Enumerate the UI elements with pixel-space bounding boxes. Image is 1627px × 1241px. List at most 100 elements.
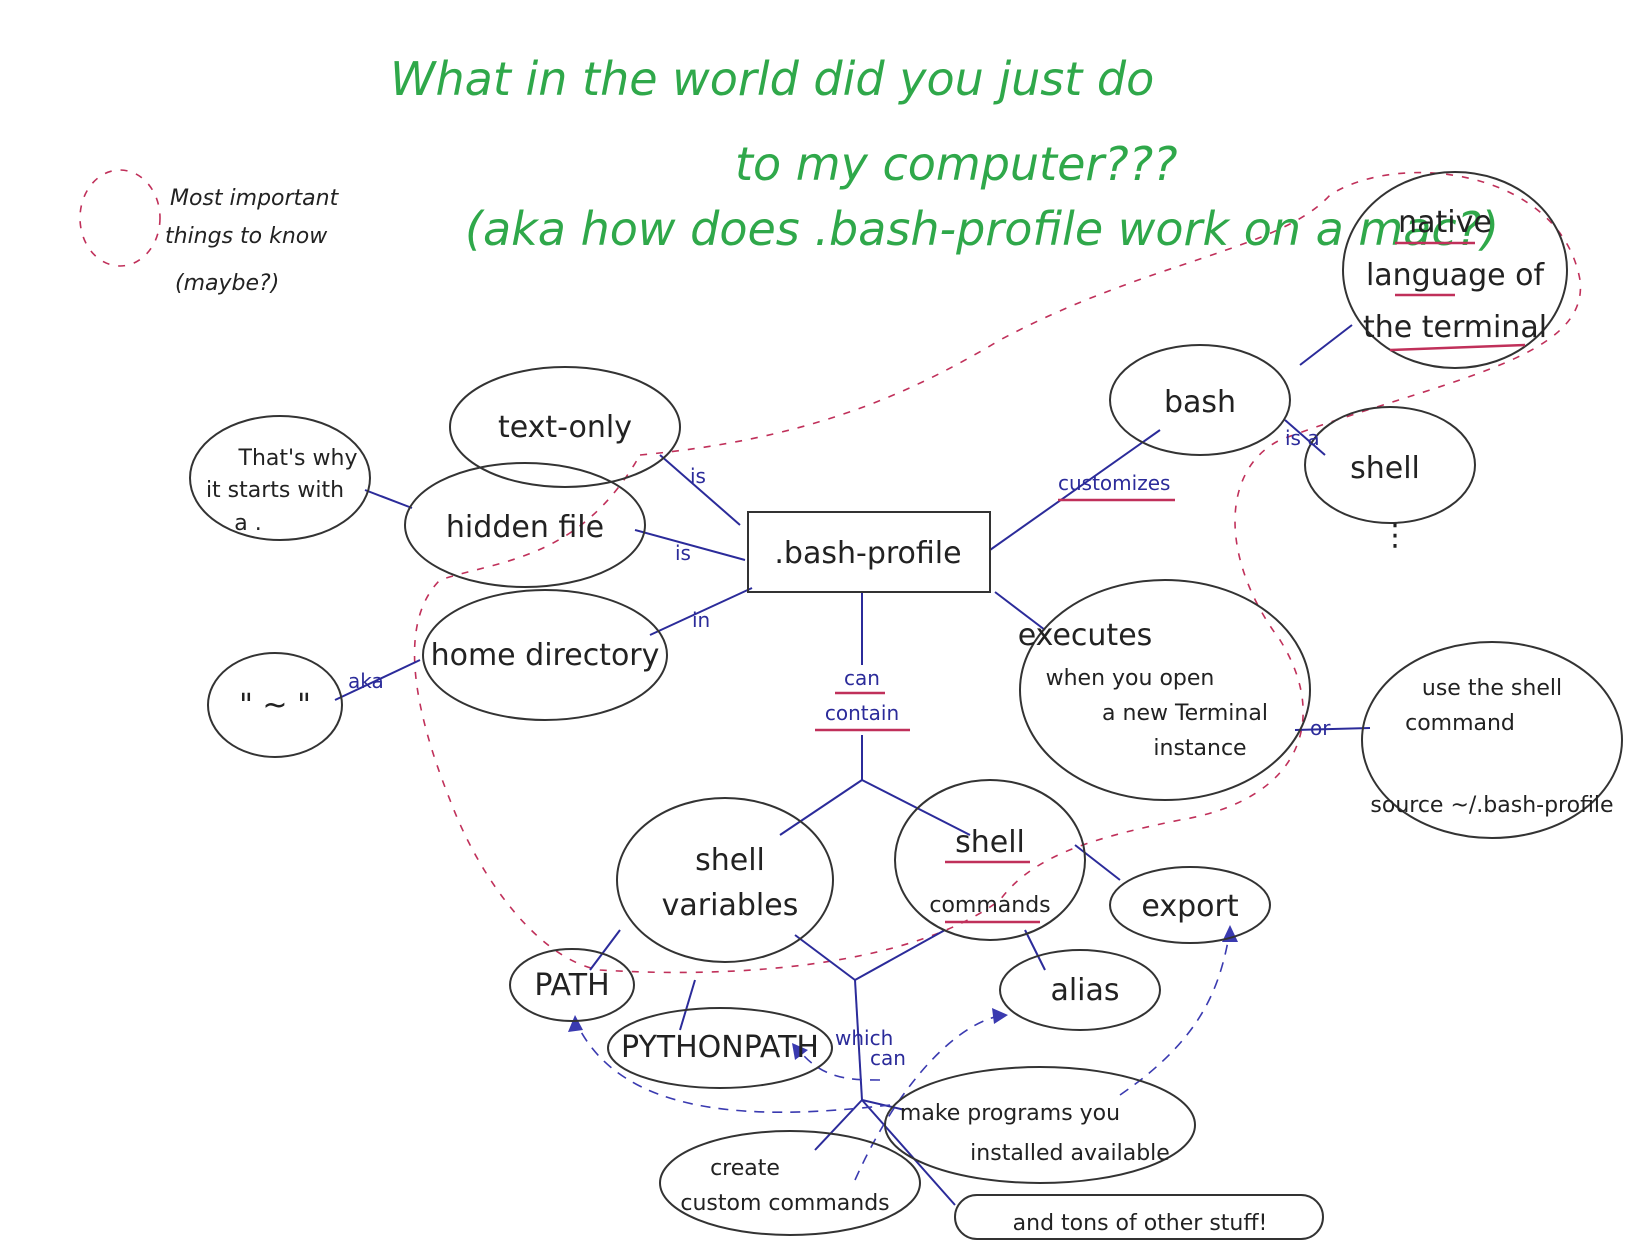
executes-line-4: instance [1153, 736, 1246, 761]
edge-cmds-alias [1024, 929, 1046, 971]
create-custom-line-1: create [710, 1156, 780, 1181]
edge-note-hidden [364, 489, 413, 509]
make-programs-line-2: installed available [970, 1141, 1170, 1166]
arrow-create-alias [854, 1014, 1006, 1181]
executes-line-2: when you open [1046, 666, 1215, 691]
edge-vars-path [589, 929, 621, 971]
alias-label: alias [1050, 973, 1119, 1008]
bash-node [1109, 344, 1291, 456]
native-language-node [1342, 171, 1568, 369]
make-programs-line-1: make programs you [900, 1101, 1120, 1126]
edge-executes-source [1294, 727, 1371, 731]
path-node [509, 948, 635, 1022]
label-is-a: is a [1285, 426, 1320, 450]
edge-textonly-profile [659, 454, 741, 526]
home-directory-label: home directory [431, 638, 660, 673]
export-label: export [1141, 889, 1238, 924]
edge-profile-executes [994, 591, 1046, 631]
edge-hidden-profile [634, 529, 746, 561]
shell-variables-line-2: variables [662, 888, 799, 923]
hidden-note-line-1: That's why [238, 446, 358, 471]
edge-vars-pythonpath [679, 979, 696, 1031]
label-which: which [835, 1026, 893, 1050]
source-line-3: source ~/.bash-profile [1370, 793, 1613, 818]
edge-bash-shell [1284, 419, 1326, 456]
title-line-1: What in the world did you just do [390, 52, 1154, 106]
native-line-2: language of [1366, 258, 1546, 293]
alias-node [999, 949, 1161, 1031]
edge-cmds-export [1074, 844, 1121, 881]
arrow-make-pythonpath [794, 1044, 881, 1081]
edge-cmds-which [854, 929, 946, 981]
edge-split-vars [779, 779, 863, 836]
source-line-2: command [1405, 711, 1515, 736]
bash-profile-label: .bash-profile [774, 536, 961, 571]
create-custom-node [659, 1130, 921, 1236]
bash-profile-box [747, 511, 991, 593]
pythonpath-label: PYTHONPATH [621, 1030, 819, 1065]
shell-commands-node [894, 779, 1086, 941]
label-is-text: is [690, 464, 706, 488]
legend-line-2: things to know [165, 224, 328, 249]
hidden-note-line-3: a . [234, 511, 261, 536]
label-contain: contain [825, 701, 899, 725]
shell-variables-line-1: shell [695, 843, 765, 878]
legend: Most important things to know (maybe?) [79, 169, 340, 296]
pythonpath-node [607, 1007, 833, 1089]
label-which-can: can [870, 1046, 906, 1070]
arrowhead-alias-icon [992, 1008, 1008, 1024]
shell-label: shell [1350, 451, 1420, 486]
create-custom-line-2: custom commands [680, 1191, 889, 1216]
source-line-1: use the shell [1422, 676, 1562, 701]
arrow-make-path [574, 1019, 891, 1113]
legend-line-1: Most important [170, 186, 340, 211]
native-line-1: native [1398, 205, 1492, 240]
bash-label: bash [1164, 385, 1236, 420]
nodes: .bash-profile text-only hidden file That… [189, 171, 1623, 1240]
edge-vars-which [794, 934, 856, 981]
tons-node [954, 1194, 1324, 1240]
path-label: PATH [534, 968, 609, 1003]
text-only-node [449, 366, 681, 488]
title-line-3: (aka how does .bash-profile work on a ma… [465, 202, 1499, 256]
shell-variables-node [616, 797, 834, 963]
shell-commands-line-1: shell [955, 825, 1025, 860]
edge-home-profile [649, 587, 753, 636]
edge-bash-native [1299, 324, 1353, 366]
executes-line-1: executes [1018, 618, 1153, 653]
shell-commands-line-2: commands [929, 893, 1050, 918]
executes-line-3: a new Terminal [1102, 701, 1268, 726]
edges [334, 324, 1371, 1206]
text-only-label: text-only [498, 410, 632, 445]
edge-tilde-home [334, 659, 421, 701]
native-line-3: the terminal [1363, 310, 1547, 345]
label-customizes: customizes [1058, 471, 1170, 495]
label-can: can [844, 666, 880, 690]
source-node [1361, 641, 1623, 839]
tons-label: and tons of other stuff! [1013, 1211, 1268, 1236]
export-node [1109, 866, 1271, 944]
edge-which-tons [861, 1099, 956, 1206]
legend-line-3: (maybe?) [175, 271, 279, 296]
label-is-hidden: is [675, 541, 691, 565]
legend-dashed-circle-icon [79, 169, 161, 267]
tilde-label: " ~ " [239, 688, 311, 723]
arrowhead-pythonpath-icon [792, 1043, 808, 1060]
edge-profile-bash [989, 429, 1161, 551]
title: What in the world did you just do to my … [390, 52, 1499, 256]
edge-which-create [814, 1099, 863, 1151]
label-aka: aka [348, 669, 384, 693]
home-directory-node [422, 589, 668, 721]
make-programs-node [884, 1066, 1196, 1184]
tilde-node [207, 652, 343, 758]
title-line-2: to my computer??? [735, 137, 1178, 191]
edge-split-cmds [861, 779, 971, 836]
hidden-file-label: hidden file [446, 510, 604, 545]
shell-node [1304, 406, 1476, 524]
terminal-underline [1389, 343, 1526, 352]
shell-dots: ⋮ [1380, 518, 1410, 553]
hidden-note-line-2: it starts with [206, 478, 344, 503]
arrow-make-export [1119, 929, 1231, 1096]
hidden-note-node [189, 415, 371, 541]
